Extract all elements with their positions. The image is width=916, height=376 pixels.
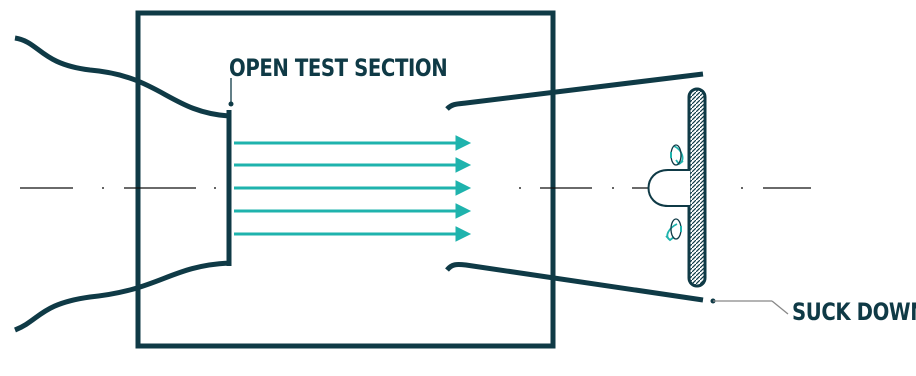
suction-fan-plate [687, 87, 707, 288]
nozzle-upper-wall [14, 35, 232, 138]
rotation-arrow-icon [665, 144, 684, 242]
flow-arrow-icon [234, 135, 472, 151]
nozzle-lower-wall [14, 240, 232, 333]
suck-down-label: SUCK DOWN [792, 298, 916, 326]
flow-arrows [234, 135, 472, 242]
collector-upper-wall [445, 71, 704, 111]
test-chamber [135, 10, 556, 349]
open-test-section-leader [228, 78, 234, 107]
flow-arrow-icon [234, 226, 472, 242]
flow-arrow-icon [234, 157, 472, 173]
fan-hub [647, 169, 690, 207]
collector-lower-wall [445, 262, 704, 303]
flow-arrow-icon [234, 180, 472, 196]
open-test-section-label: OPEN TEST SECTION [229, 54, 448, 82]
flow-arrow-icon [234, 203, 472, 219]
suck-down-leader [710, 298, 789, 315]
